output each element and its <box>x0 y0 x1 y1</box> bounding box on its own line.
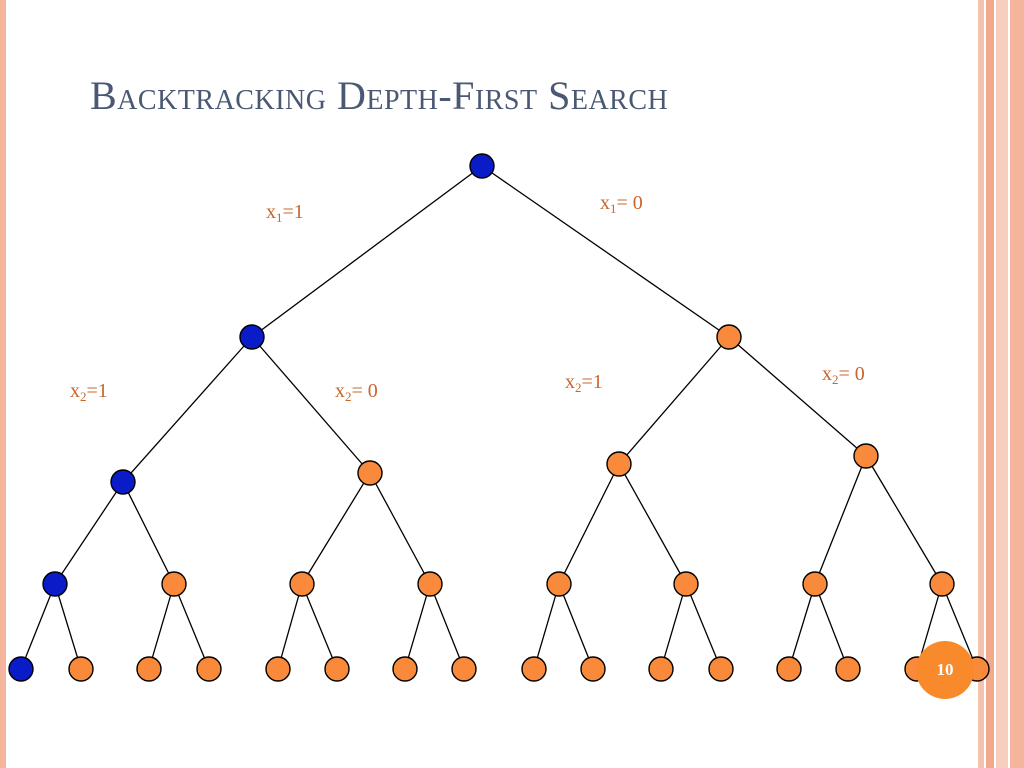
tree-edge <box>404 583 431 670</box>
right-decorative-band <box>978 0 984 768</box>
visited-tree-node <box>42 571 68 597</box>
edge-label-subscript: 1 <box>610 201 617 216</box>
edge-label: x1= 0 <box>600 192 643 216</box>
unvisited-tree-node <box>835 656 861 682</box>
edge-label-variable: x <box>335 380 345 402</box>
edge-label-value: = 0 <box>839 363 865 385</box>
left-border-rule <box>0 0 6 768</box>
edge-label-variable: x <box>565 371 575 393</box>
edge-label: x2=1 <box>70 380 108 404</box>
unvisited-tree-node <box>289 571 315 597</box>
tree-edge <box>618 336 730 465</box>
tree-edge <box>54 583 82 670</box>
tree-edge <box>429 583 465 670</box>
tree-edge <box>814 455 867 585</box>
tree-edge <box>148 583 175 670</box>
tree-edge <box>251 336 371 474</box>
tree-edge <box>558 463 620 585</box>
unvisited-tree-node <box>521 656 547 682</box>
unvisited-tree-node <box>802 571 828 597</box>
tree-edge <box>122 336 253 483</box>
unvisited-tree-node <box>417 571 443 597</box>
unvisited-tree-node <box>853 443 879 469</box>
tree-edge <box>814 583 849 670</box>
unvisited-tree-node <box>606 451 632 477</box>
unvisited-tree-node <box>929 571 955 597</box>
edge-label-subscript: 2 <box>575 380 582 395</box>
edge-label: x2=1 <box>565 371 603 395</box>
tree-edge <box>20 583 56 670</box>
edge-label-value: = 0 <box>617 192 643 214</box>
edge-label-value: =1 <box>283 201 304 223</box>
unvisited-tree-node <box>648 656 674 682</box>
tree-edge <box>660 583 687 670</box>
visited-tree-node <box>239 324 265 350</box>
edge-label-subscript: 2 <box>345 389 352 404</box>
edge-label-variable: x <box>266 201 276 223</box>
visited-tree-node <box>110 469 136 495</box>
tree-edge <box>685 583 722 670</box>
unvisited-tree-node <box>580 656 606 682</box>
edge-label-variable: x <box>822 363 832 385</box>
tree-edge <box>533 583 560 670</box>
edge-label-value: = 0 <box>352 380 378 402</box>
right-decorative-band <box>996 0 1008 768</box>
unvisited-tree-node <box>196 656 222 682</box>
tree-edge <box>251 165 483 338</box>
right-decorative-band <box>1010 0 1024 768</box>
slide-title: Backtracking Depth-First Search <box>90 73 669 118</box>
unvisited-tree-node <box>357 460 383 486</box>
tree-edge <box>865 455 943 585</box>
edge-label: x1=1 <box>266 201 304 225</box>
tree-edge <box>481 165 730 338</box>
tree-edge <box>558 583 594 670</box>
visited-tree-node <box>8 656 34 682</box>
unvisited-tree-node <box>708 656 734 682</box>
right-decorative-band <box>986 0 994 768</box>
edge-label-variable: x <box>600 192 610 214</box>
unvisited-tree-node <box>265 656 291 682</box>
tree-edge <box>728 336 867 457</box>
visited-tree-node <box>469 153 495 179</box>
edge-label-subscript: 1 <box>276 210 283 225</box>
unvisited-tree-node <box>136 656 162 682</box>
tree-edge <box>173 583 210 670</box>
tree-edge <box>122 481 175 585</box>
unvisited-tree-node <box>68 656 94 682</box>
tree-edge <box>54 481 124 585</box>
tree-edge <box>369 472 431 585</box>
tree-edge <box>301 472 371 585</box>
edge-label-value: =1 <box>87 380 108 402</box>
edge-label-subscript: 2 <box>832 372 839 387</box>
edge-label-variable: x <box>70 380 80 402</box>
edge-label: x2= 0 <box>335 380 378 404</box>
unvisited-tree-node <box>546 571 572 597</box>
unvisited-tree-node <box>776 656 802 682</box>
tree-edge <box>788 583 816 670</box>
unvisited-tree-node <box>161 571 187 597</box>
tree-edge <box>277 583 303 670</box>
edge-label-value: =1 <box>582 371 603 393</box>
tree-edge <box>301 583 338 670</box>
edge-label-subscript: 2 <box>80 389 87 404</box>
unvisited-tree-node <box>716 324 742 350</box>
unvisited-tree-node <box>392 656 418 682</box>
unvisited-tree-node <box>324 656 350 682</box>
unvisited-tree-node <box>451 656 477 682</box>
unvisited-tree-node <box>673 571 699 597</box>
edge-label: x2= 0 <box>822 363 865 387</box>
slide-number-badge: 10 <box>916 641 974 699</box>
tree-edge <box>618 463 687 585</box>
tree-edge <box>941 583 978 670</box>
